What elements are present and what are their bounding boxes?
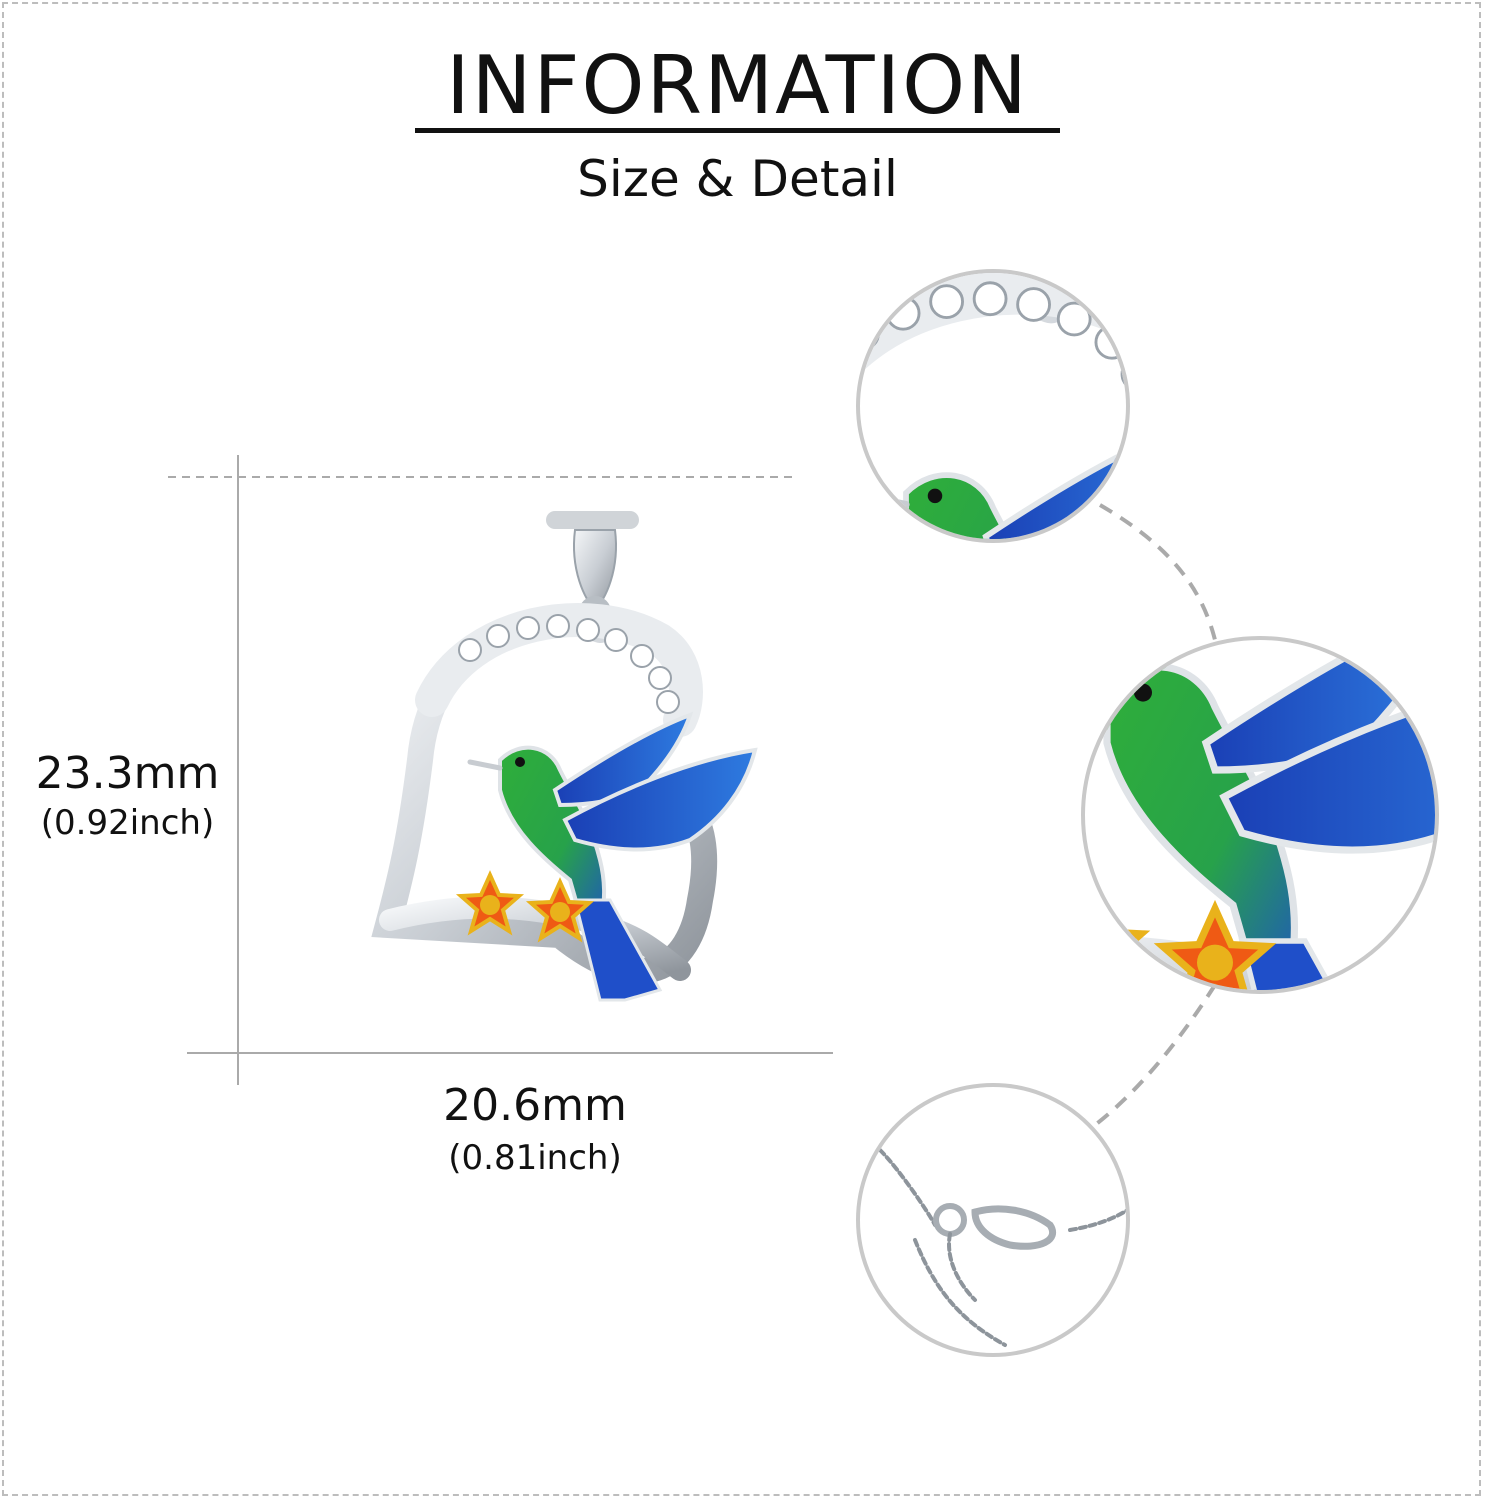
detail-circle-hummingbird	[1081, 636, 1439, 994]
detail-circle-crystals	[856, 269, 1130, 543]
detail-circle-chain	[856, 1083, 1130, 1357]
page-subtitle: Size & Detail	[577, 150, 898, 208]
height-inch-label: (0.92inch)	[40, 803, 215, 843]
main-pendant	[388, 511, 755, 1000]
title-underline	[415, 128, 1060, 133]
height-mm-label: 23.3mm	[35, 748, 220, 799]
detail-connectors	[1093, 503, 1217, 1127]
dimension-guides	[168, 455, 833, 1085]
width-inch-label: (0.81inch)	[448, 1138, 622, 1178]
page-title: INFORMATION	[446, 39, 1029, 132]
width-mm-label: 20.6mm	[443, 1080, 627, 1131]
